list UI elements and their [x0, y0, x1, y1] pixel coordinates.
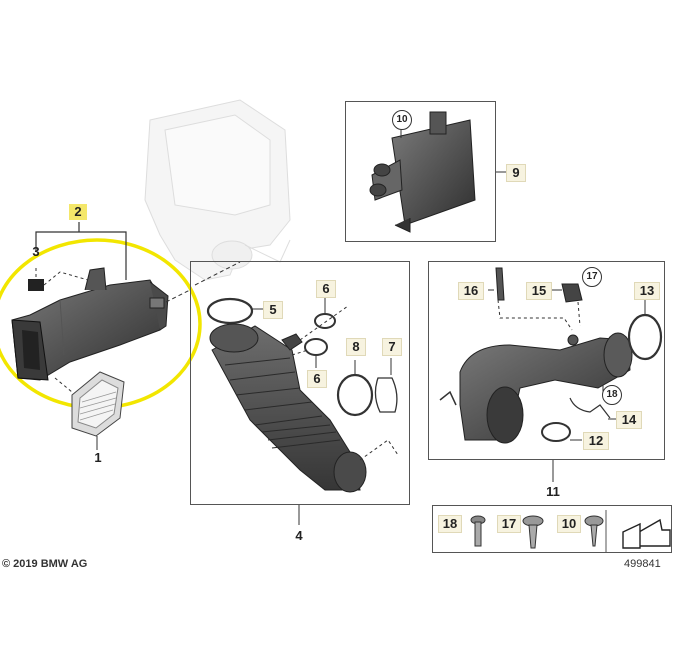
label-part-16: 16 — [458, 282, 484, 300]
fastener-label-18: 18 — [438, 515, 462, 533]
label-part-12: 12 — [583, 432, 609, 450]
label-part-1: 1 — [94, 450, 102, 465]
screw-10-icon — [584, 515, 604, 547]
label-part-10-circle: 10 — [392, 110, 412, 130]
air-intake-duct — [11, 267, 169, 381]
label-part-18-circle: 18 — [602, 385, 622, 405]
intake-hose — [209, 323, 367, 493]
filter-grille — [71, 371, 125, 437]
screw-17-icon — [522, 515, 544, 549]
label-part-3: 3 — [32, 244, 40, 259]
sensor-16 — [495, 267, 505, 301]
ring-seal-5 — [206, 297, 254, 325]
label-part-7: 7 — [382, 338, 402, 356]
label-part-17-circle: 17 — [582, 267, 602, 287]
fastener-label-17: 17 — [497, 515, 521, 533]
label-part-11: 11 — [546, 484, 560, 499]
diagram-number: 499841 — [624, 558, 661, 570]
clip-7 — [374, 377, 398, 413]
label-part-14: 14 — [616, 411, 642, 429]
part-3-seal — [28, 279, 44, 291]
screw-18-icon — [470, 515, 486, 547]
label-part-15: 15 — [526, 282, 552, 300]
label-part-6-upper: 6 — [316, 280, 336, 298]
ring-seal-12 — [541, 422, 571, 442]
wire-14 — [569, 397, 611, 419]
label-part-9: 9 — [506, 164, 526, 182]
group-box-9 — [345, 101, 496, 242]
copyright-notice: © 2019 BMW AG — [2, 558, 88, 570]
air-mass-sensor — [369, 111, 476, 233]
sensor-15 — [561, 283, 583, 303]
label-part-5: 5 — [263, 301, 283, 319]
group-box-11 — [428, 261, 665, 460]
label-part-6-lower: 6 — [307, 370, 327, 388]
air-filter-housing-ghost — [144, 99, 291, 281]
label-part-4: 4 — [295, 528, 303, 543]
label-part-2: 2 — [69, 204, 87, 220]
label-part-8: 8 — [346, 338, 366, 356]
fastener-label-10: 10 — [557, 515, 581, 533]
direction-arrow-icon — [622, 518, 671, 549]
group-box-4 — [190, 261, 410, 505]
fastener-box — [432, 505, 672, 553]
charge-air-pipe — [439, 332, 633, 444]
label-part-13: 13 — [634, 282, 660, 300]
